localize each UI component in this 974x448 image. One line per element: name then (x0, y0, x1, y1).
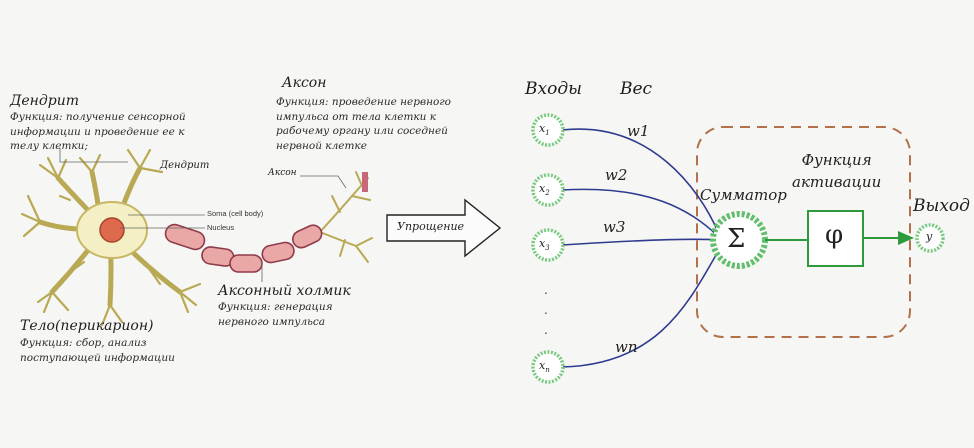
axon-terminals (319, 171, 373, 263)
activation-box (807, 210, 864, 267)
axon-hillock-description: Функция: генерация нервного импульса (218, 301, 333, 328)
output-arrowhead (898, 231, 914, 245)
phi-icon: φ (825, 220, 844, 250)
input-xn: xn (539, 359, 550, 375)
summator-label: Сумматор (700, 186, 787, 204)
simplification-arrow (386, 198, 502, 258)
inputs-header: Входы (525, 79, 582, 99)
activation-label: Функция активации (792, 151, 882, 191)
dendrite-description: Функция: получение сенсорной информации … (10, 111, 186, 152)
weight-w3: w3 (603, 218, 626, 236)
dendrite-label: Дендрит (160, 160, 210, 171)
weight-lines (561, 128, 721, 368)
soma-label: Soma (cell body) (207, 209, 264, 218)
myelin-sheaths (164, 223, 323, 273)
neuron-pointer-lines (59, 148, 347, 282)
nucleus (99, 217, 125, 243)
axon-label: Аксон (268, 168, 297, 178)
weight-w1: w1 (627, 122, 650, 140)
dendrite-twigs (20, 148, 202, 327)
output-node (915, 223, 945, 253)
weights-header: Вес (620, 79, 653, 99)
cell-body-description: Функция: сбор, анализ поступающей информ… (20, 337, 175, 364)
dendrite-title: Дендрит (10, 93, 80, 109)
weight-wn: wn (615, 338, 638, 356)
axon-title: Аксон (282, 75, 327, 91)
output-label: Выход (913, 196, 970, 216)
nucleus-label: Nucleus (207, 223, 235, 232)
axon-description: Функция: проведение нервного импульса от… (276, 96, 451, 152)
neuron-dashed-boundary (696, 126, 911, 338)
input-x1: x1 (539, 122, 550, 138)
weight-w2: w2 (605, 166, 628, 184)
axon-edge-mark (362, 172, 368, 192)
input-nodes (531, 113, 565, 384)
output-symbol: y (926, 230, 933, 243)
cell-body-title: Тело(перикарион) (20, 318, 154, 334)
input-x2: x2 (539, 182, 550, 198)
axon-hillock-title: Аксонный холмик (218, 283, 351, 299)
sigma-icon: Σ (727, 224, 746, 254)
inputs-ellipsis: . . . (544, 283, 548, 337)
simplification-label: Упрощение (397, 220, 465, 233)
input-x3: x3 (539, 237, 550, 253)
